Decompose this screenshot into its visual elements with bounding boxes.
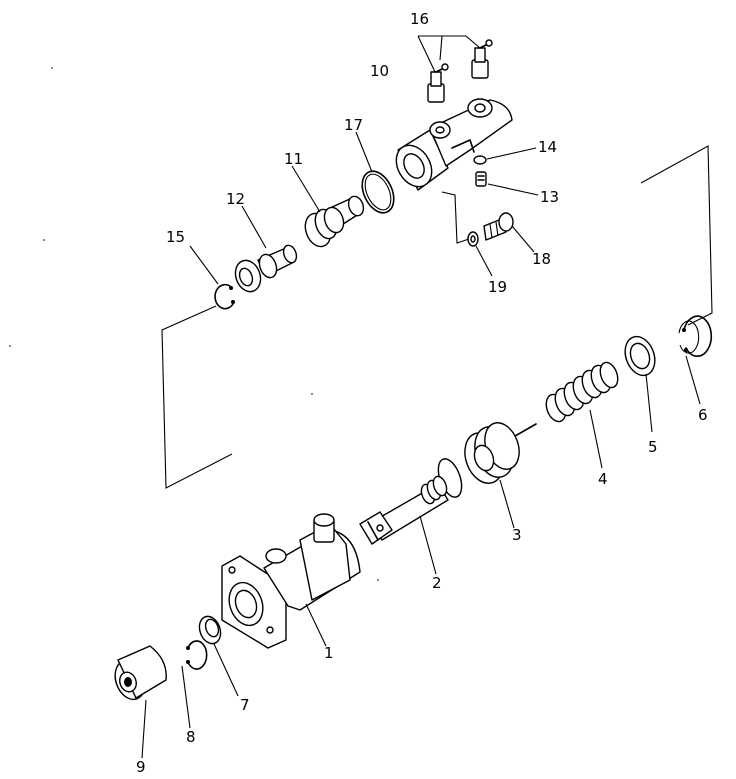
part-4-spring: [545, 361, 619, 469]
part-19-washer: [467, 231, 493, 277]
scan-specks: [9, 67, 379, 581]
callout-15: 15: [166, 228, 185, 246]
part-7-seal: [198, 615, 239, 697]
part-17-large-oring: [355, 131, 395, 214]
callout-2: 2: [432, 574, 442, 592]
callout-labels: 1 2 3 4 5 6 7 8 9 10 11 12 13 14 15 16 1…: [136, 10, 708, 776]
part-15-snap-ring: [189, 245, 235, 310]
callout-10: 10: [370, 62, 389, 80]
callout-9: 9: [136, 758, 146, 774]
part-9-boot: [114, 645, 167, 759]
callout-14: 14: [538, 138, 557, 156]
part-3-piston: [464, 422, 537, 529]
callout-4: 4: [598, 470, 608, 488]
callout-12: 12: [226, 190, 245, 208]
part-6-snap-ring: [678, 315, 713, 405]
callout-8: 8: [186, 728, 196, 746]
part-1-main-body: [221, 513, 361, 649]
part-11-spool: [291, 165, 365, 248]
callout-1: 1: [324, 644, 334, 662]
callout-18: 18: [532, 250, 551, 268]
part-2-rod: [359, 458, 463, 575]
callout-5: 5: [648, 438, 658, 456]
part-10-valve-body: [395, 98, 513, 191]
callout-6: 6: [698, 406, 708, 424]
callout-13: 13: [540, 188, 559, 206]
part-8-snap-ring: [181, 640, 208, 729]
part-14-oring: [473, 147, 537, 165]
part-12-sleeve: [234, 205, 298, 293]
callout-3: 3: [512, 526, 522, 544]
assembly-guide-lines: [161, 145, 713, 489]
callout-11: 11: [284, 150, 303, 168]
callout-16: 16: [410, 10, 429, 28]
callout-19: 19: [488, 278, 507, 296]
part-5-seal: [624, 335, 656, 433]
part-16-fittings: [417, 35, 493, 103]
callout-7: 7: [240, 696, 250, 714]
part-13-plug: [475, 171, 539, 196]
callout-17: 17: [344, 116, 363, 134]
part-18-bolt: [483, 212, 535, 253]
